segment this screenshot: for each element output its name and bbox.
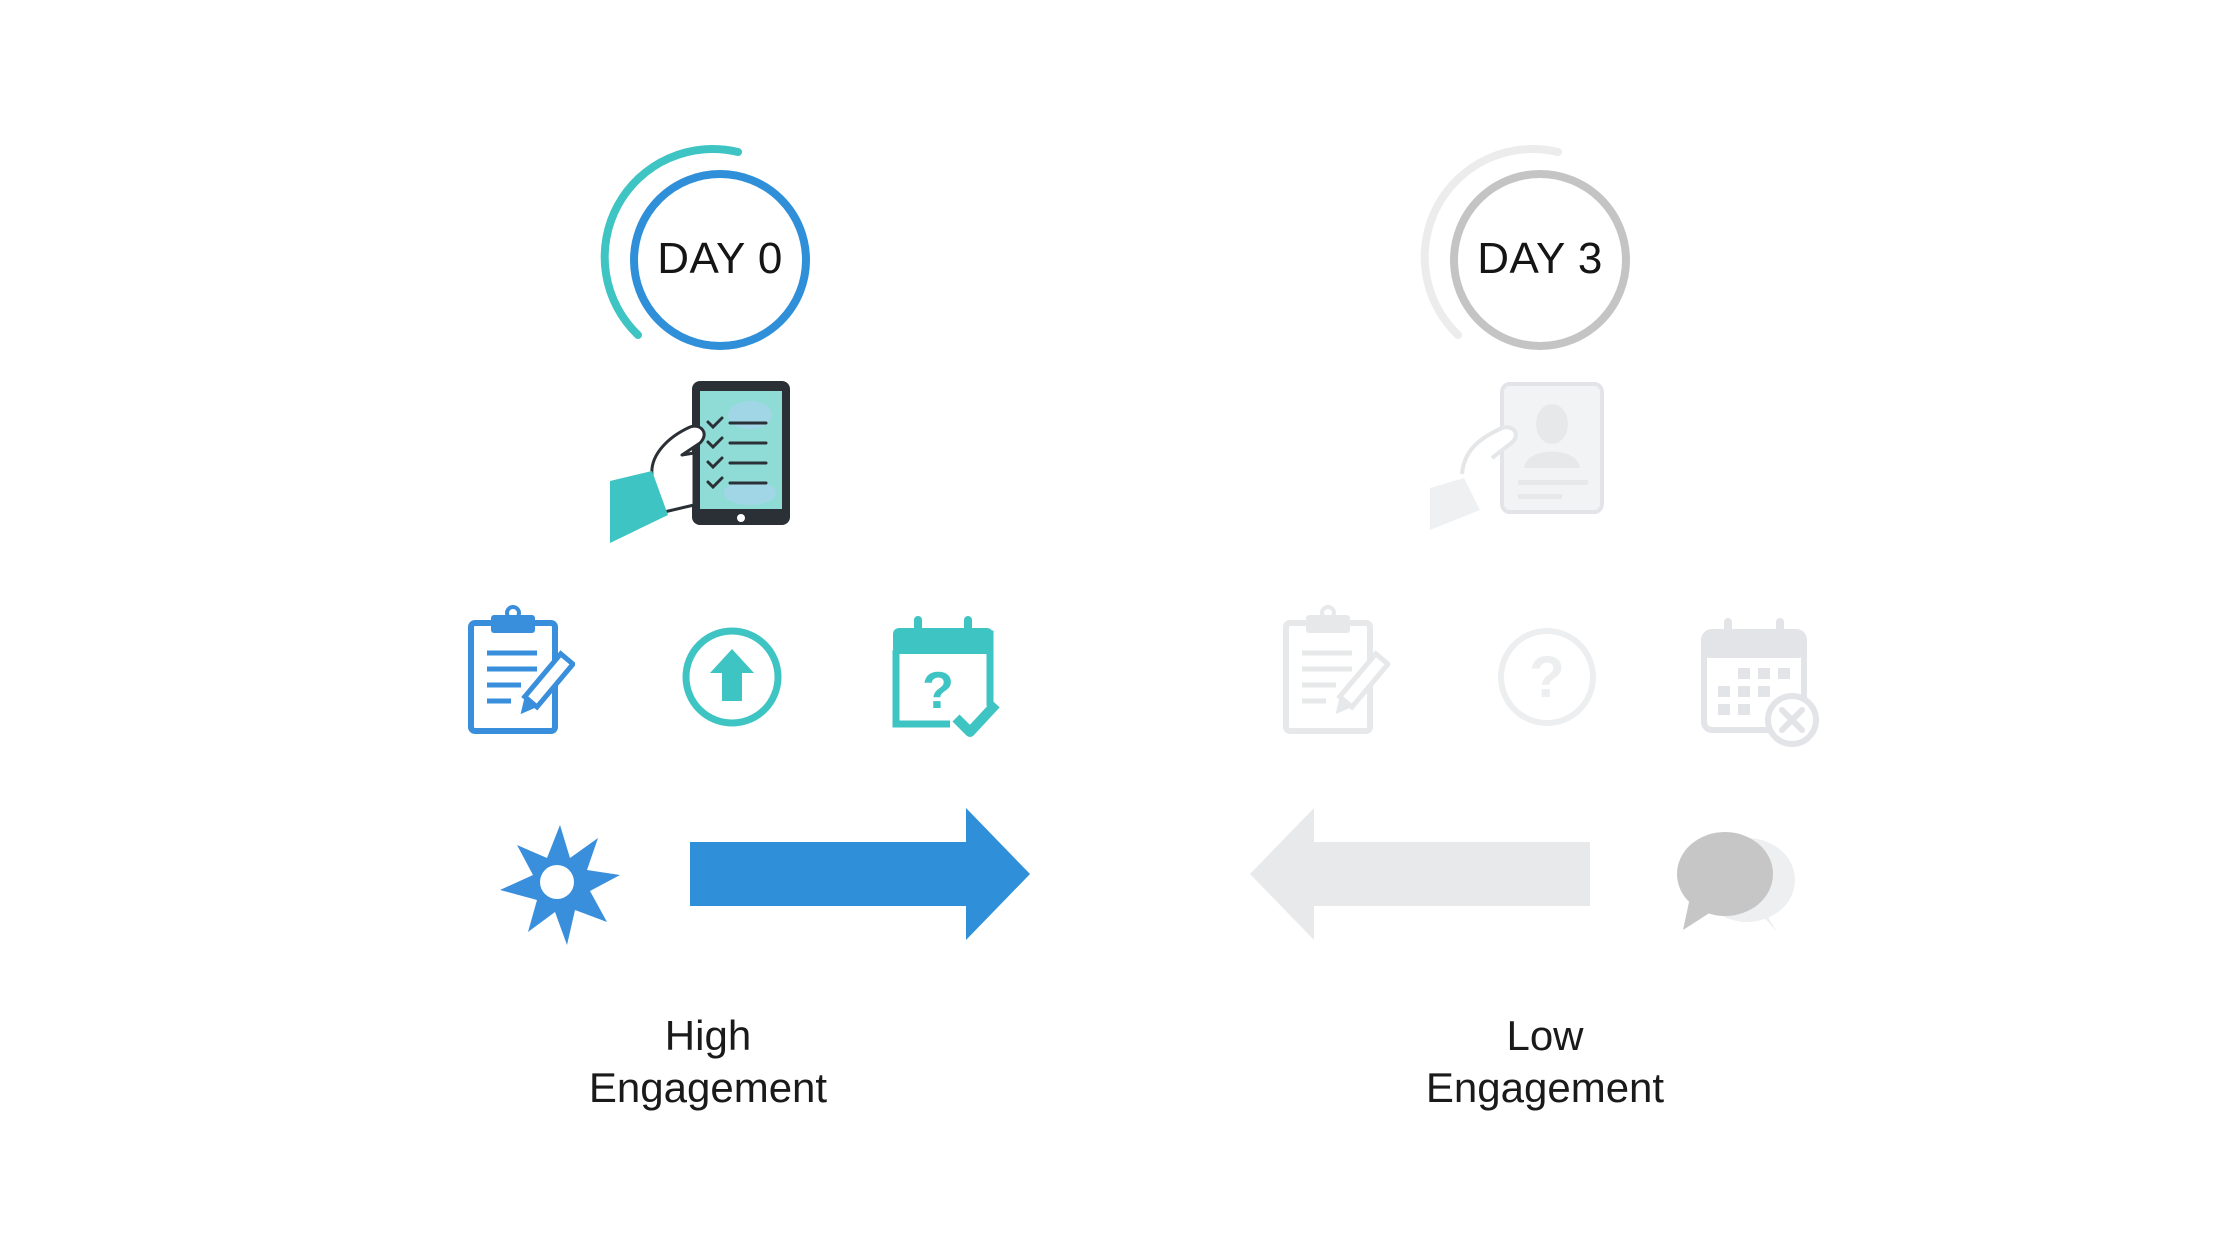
- burst-star-icon: [495, 820, 625, 950]
- upload-circle-icon: [680, 625, 784, 729]
- engagement-label: Low Engagement: [1345, 1010, 1745, 1114]
- engagement-label: High Engagement: [508, 1010, 908, 1114]
- arrow-left-icon: [1250, 808, 1590, 940]
- question-circle-icon: ?: [1495, 625, 1599, 729]
- label-line2: Engagement: [1425, 1064, 1665, 1111]
- day0-badge: DAY 0: [600, 140, 840, 380]
- day-label: DAY 3: [1477, 234, 1603, 283]
- label-line1: High: [664, 1012, 752, 1059]
- clipboard-edit-icon: [465, 605, 575, 735]
- svg-text:?: ?: [1529, 645, 1564, 710]
- day-label: DAY 0: [657, 234, 783, 283]
- label-line1: Low: [1506, 1012, 1584, 1059]
- arrow-right-icon: [690, 808, 1030, 940]
- label-line2: Engagement: [588, 1064, 828, 1111]
- clipboard-edit-icon: [1280, 605, 1390, 735]
- progress-ring-icon: [600, 144, 810, 350]
- tablet-checklist-icon: [610, 375, 790, 545]
- profile-card-icon: [1430, 380, 1610, 530]
- calendar-question-check-icon: ?: [890, 610, 1010, 742]
- chat-bubbles-icon: [1665, 830, 1815, 940]
- progress-ring-icon: [1420, 144, 1630, 350]
- day3-badge: DAY 3: [1420, 140, 1660, 380]
- calendar-cancel-icon: [1700, 610, 1822, 750]
- svg-text:?: ?: [922, 662, 954, 720]
